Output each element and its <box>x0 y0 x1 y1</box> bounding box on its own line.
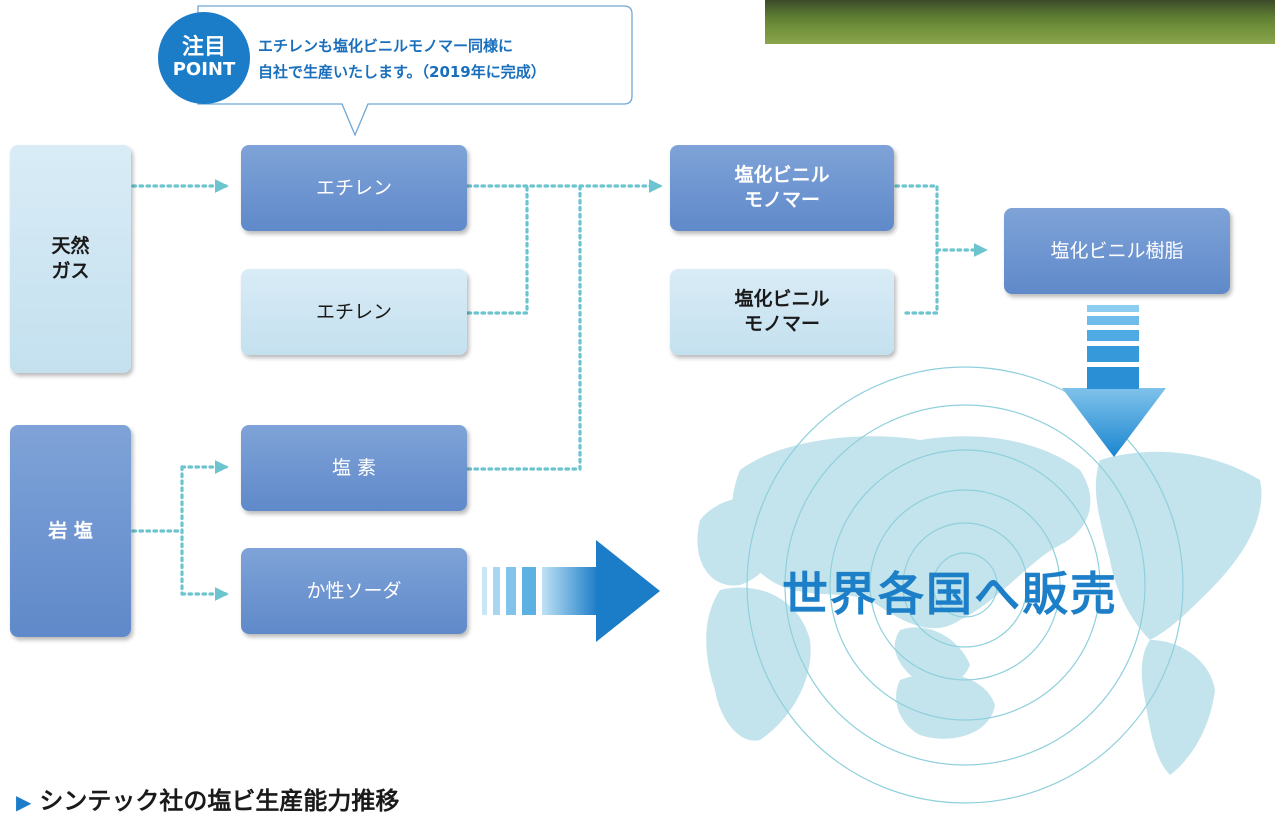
node-natural-gas: 天然 ガス <box>10 145 131 373</box>
section-heading: ▶ シンテック社の塩ビ生産能力推移 <box>16 781 399 816</box>
map-north-america <box>1095 451 1262 640</box>
map-south-america <box>1141 640 1215 775</box>
map-southeast-asia <box>894 627 970 686</box>
node-vcm: 塩化ビニル モノマー <box>670 269 894 355</box>
factory-photo <box>765 0 1275 44</box>
node-caustic-soda: か性ソーダ <box>241 548 467 634</box>
node-ethylene-new: エチレン <box>241 145 467 231</box>
map-eurasia <box>731 436 1091 629</box>
connector-vcm-to-pvc <box>894 184 988 257</box>
down-arrow-to-world <box>1062 305 1166 457</box>
map-australia <box>896 673 995 739</box>
connectors <box>131 179 988 601</box>
node-pvc-resin: 塩化ビニル樹脂 <box>1004 208 1230 294</box>
world-map <box>697 436 1262 775</box>
callout-text: エチレンも塩化ビニルモノマー同様に 自社で生産いたします。（2019年に完成） <box>258 37 546 82</box>
node-ethylene: エチレン <box>241 269 467 355</box>
triangle-bullet-icon: ▶ <box>16 790 32 814</box>
connector-chlorine-merge <box>466 184 582 471</box>
section-heading-label: シンテック社の塩ビ生産能力推移 <box>39 787 400 815</box>
world-sales-title: 世界各国へ販売 <box>782 567 1118 621</box>
connector-ethylene-light-merge <box>466 184 529 315</box>
map-africa <box>706 587 811 741</box>
map-europe <box>697 497 783 586</box>
badge-label-main: 注目 <box>181 35 226 60</box>
node-vcm-new: 塩化ビニル モノマー <box>670 145 894 231</box>
point-badge: 注目 POINT <box>158 12 250 104</box>
callout-bubble <box>197 5 633 137</box>
broadcast-rings <box>746 366 1184 804</box>
badge-label-point: POINT <box>172 59 236 81</box>
node-chlorine: 塩 素 <box>241 425 467 511</box>
node-rock-salt: 岩 塩 <box>10 425 131 637</box>
connector-vcm-light-merge <box>904 248 939 315</box>
right-arrow-export <box>482 540 660 642</box>
